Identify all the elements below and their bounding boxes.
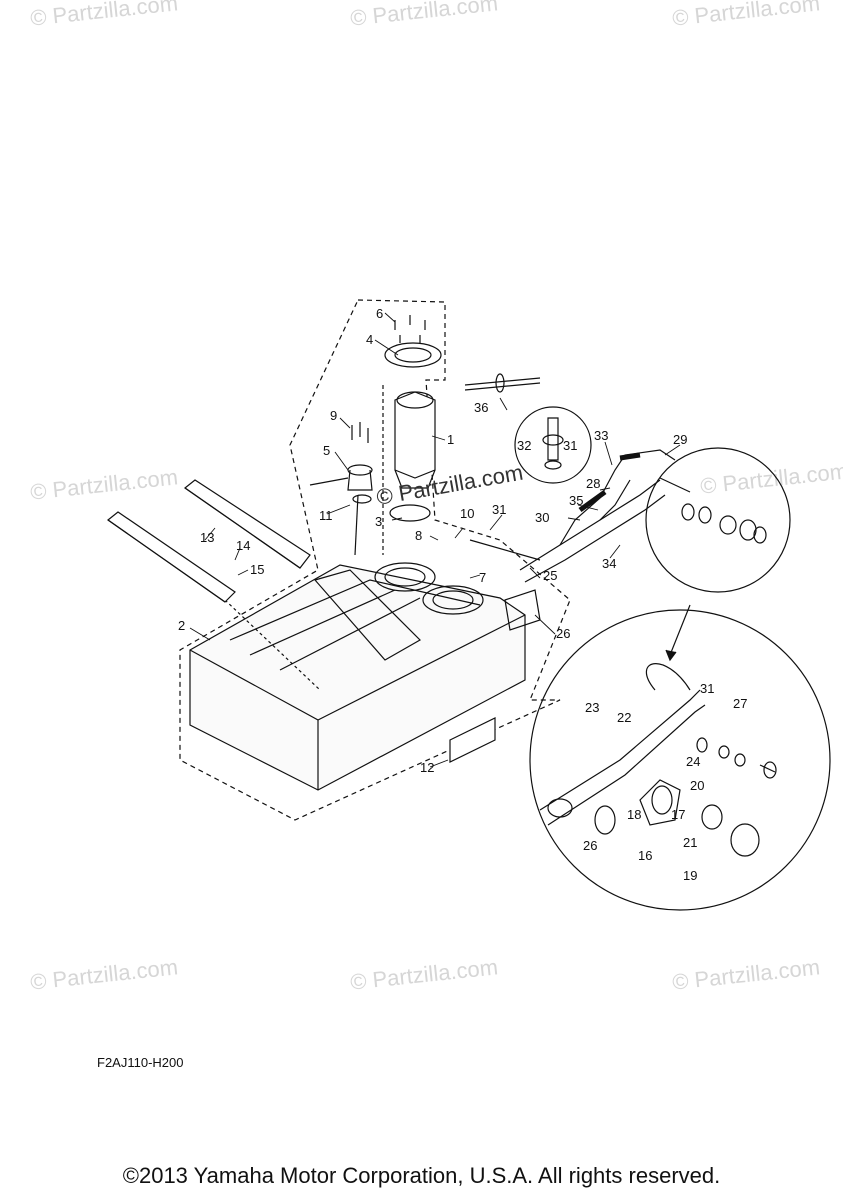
callout-10: 10 bbox=[460, 506, 474, 521]
fuel-hose-36 bbox=[464, 373, 541, 393]
leader-lines bbox=[189, 312, 681, 768]
callout-31: 31 bbox=[492, 502, 506, 517]
lower-detail-callout-26: 26 bbox=[583, 838, 597, 853]
right-detail-parts bbox=[659, 477, 767, 544]
callout-33: 33 bbox=[594, 428, 608, 443]
lower-detail-callout-23: 23 bbox=[585, 700, 599, 715]
callout-3: 3 bbox=[375, 514, 382, 529]
sender-bolts bbox=[351, 422, 369, 443]
callout-4: 4 bbox=[366, 332, 373, 347]
callout-26: 26 bbox=[556, 626, 570, 641]
upper-detail-fitting bbox=[542, 417, 564, 470]
callout-25: 25 bbox=[543, 568, 557, 583]
callout-1: 1 bbox=[447, 432, 454, 447]
diagram-code: F2AJ110-H200 bbox=[97, 1055, 184, 1070]
callout-12: 12 bbox=[420, 760, 434, 775]
callout-2: 2 bbox=[178, 618, 185, 633]
callout-8: 8 bbox=[415, 528, 422, 543]
callout-14: 14 bbox=[236, 538, 250, 553]
callout-9: 9 bbox=[330, 408, 337, 423]
lower-detail-callout-18: 18 bbox=[627, 807, 641, 822]
detail-circle-lower bbox=[529, 609, 831, 911]
lower-detail-callout-24: 24 bbox=[686, 754, 700, 769]
support-rails bbox=[106, 479, 311, 603]
upper-detail-callout-32: 32 bbox=[517, 438, 531, 453]
cover-bolts bbox=[394, 315, 426, 343]
callout-30: 30 bbox=[535, 510, 549, 525]
callout-13: 13 bbox=[200, 530, 214, 545]
callout-15: 15 bbox=[250, 562, 264, 577]
detail-circle-upper bbox=[514, 406, 592, 484]
callout-35: 35 bbox=[569, 493, 583, 508]
pump-gasket bbox=[389, 504, 431, 522]
callout-28: 28 bbox=[586, 476, 600, 491]
callout-7: 7 bbox=[479, 570, 486, 585]
lower-detail-callout-19: 19 bbox=[683, 868, 697, 883]
lower-detail-callout-31: 31 bbox=[700, 681, 714, 696]
callout-11: 11 bbox=[319, 508, 333, 523]
lower-detail-callout-22: 22 bbox=[617, 710, 631, 725]
pump-cover-plate bbox=[384, 342, 442, 368]
lower-detail-callout-16: 16 bbox=[638, 848, 652, 863]
fuel-tank-body bbox=[189, 564, 526, 791]
tank-assembly-dashed-outline bbox=[179, 299, 571, 821]
detail-circle-right bbox=[645, 447, 791, 593]
callout-29: 29 bbox=[673, 432, 687, 447]
lower-detail-callout-21: 21 bbox=[683, 835, 697, 850]
copyright-notice: ©2013 Yamaha Motor Corporation, U.S.A. A… bbox=[122, 1163, 721, 1188]
callout-36: 36 bbox=[474, 400, 488, 415]
fuel-pump bbox=[382, 385, 436, 555]
callout-6: 6 bbox=[376, 306, 383, 321]
upper-detail-callout-31: 31 bbox=[563, 438, 577, 453]
lower-detail-parts bbox=[539, 663, 777, 857]
callout-5: 5 bbox=[323, 443, 330, 458]
callout-34: 34 bbox=[602, 556, 616, 571]
lower-detail-callout-17: 17 bbox=[671, 807, 685, 822]
lower-detail-callout-27: 27 bbox=[733, 696, 747, 711]
label-plate bbox=[449, 717, 496, 763]
lower-detail-callout-20: 20 bbox=[690, 778, 704, 793]
detail-link-arrow bbox=[669, 604, 691, 656]
